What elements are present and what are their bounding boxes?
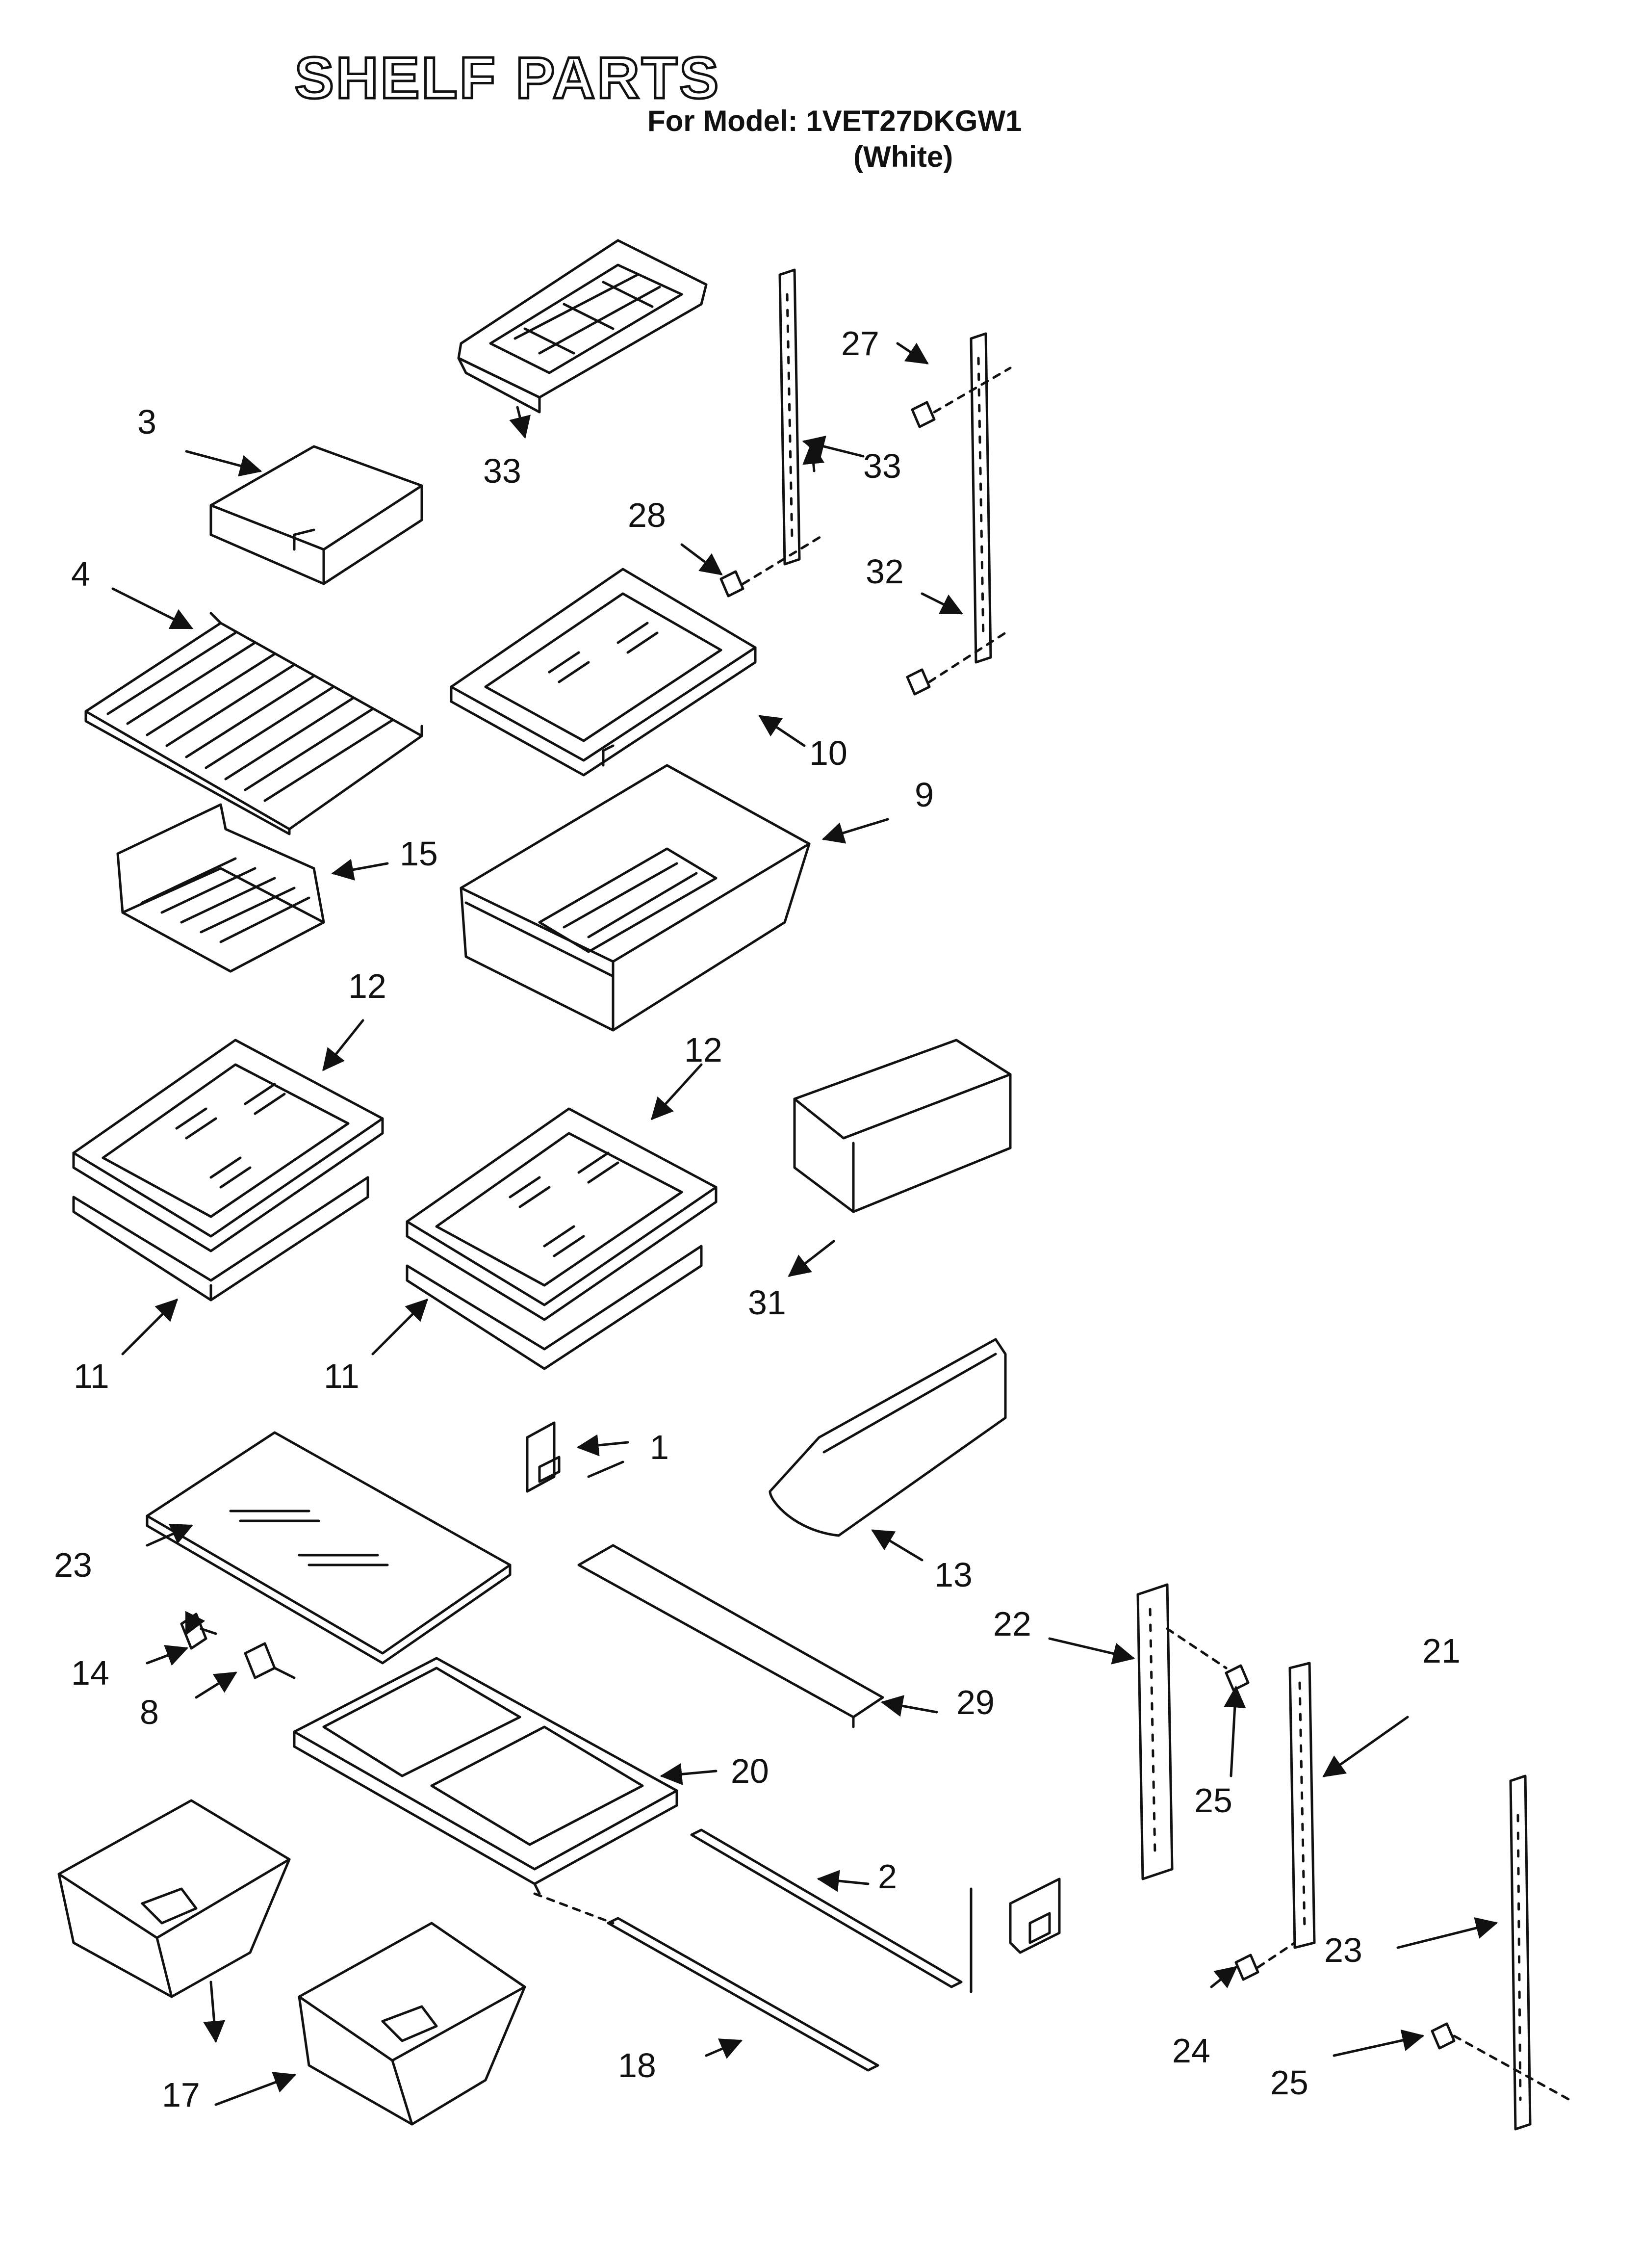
callout-18: 18 [618,2046,656,2085]
callout-3: 3 [137,403,156,441]
model-number: For Model: 1VET27DKGW1 [647,104,1022,137]
callout-22: 21 [1422,1632,1461,1670]
rail-vertical-33 [778,268,801,566]
callout-9: 9 [915,776,934,814]
ice-tray-part [457,239,708,414]
cover-part [577,1544,884,1728]
callout-10: 10 [809,734,847,772]
callout-32: 32 [866,552,904,591]
wire-shelf-part [84,612,423,835]
clip-part [526,1421,561,1493]
crisper-bin-upper [57,1799,291,1998]
callout-2: 2 [878,1857,897,1896]
callout-23-right: 23 [1324,1931,1362,1969]
callout-33: 33 [863,447,901,485]
bracket-part [970,1877,1061,1993]
leader-lines [111,342,1498,2106]
screw-32-lower [906,668,931,696]
rail-part [690,1828,963,1988]
screw-28 [719,570,744,598]
callout-25-upper: 25 [1194,1781,1232,1820]
crisper-drawer-part [460,764,811,1032]
screw-27 [911,401,936,428]
callout-20: 20 [731,1752,769,1790]
callout-23-left: 22 [993,1605,1031,1643]
callout-11-left: 11 [74,1357,109,1395]
callout-28: 28 [628,496,666,534]
wire-basket-part [116,803,325,973]
glass-shelf-assembly-left [72,1039,384,1302]
callout-25-lower: 25 [1270,2063,1308,2102]
callout-1: 1 [650,1428,669,1466]
screw-24 [1234,1954,1259,1981]
small-bin-part [209,445,423,585]
color-variant: (White) [853,140,953,173]
drawer-frame-part [293,1657,678,1895]
crisper-bin-lower [298,1922,526,2126]
callout-31: 33 [483,452,521,490]
callout-4: 4 [71,555,90,593]
bumper-part [244,1642,296,1679]
glass-shelf-assembly-right [406,1107,718,1370]
callout-8: 8 [140,1693,159,1731]
callout-29: 29 [956,1683,995,1721]
callout-27: 27 [841,324,879,363]
glass-shelf-part [450,568,757,777]
rail-vertical-23-left [1136,1583,1174,1880]
callout-14: 14 [71,1654,109,1692]
rail-vertical-22 [1288,1662,1316,1949]
curved-shelf-part [769,1338,1007,1537]
rail-vertical-32 [970,332,992,664]
callout-21: 23 [54,1546,92,1584]
diagram-title: SHELF PARTS [293,44,721,112]
screw-25-lower [1431,2022,1456,2050]
screw-25-upper [1225,1664,1250,1692]
callout-11-right: 11 [324,1357,359,1395]
rail-vertical-23-right [1509,1774,1532,2131]
callout-13: 13 [934,1556,973,1594]
callout-30: 31 [748,1283,786,1322]
door-bin-part [793,1039,1012,1213]
callout-24: 24 [1172,2032,1210,2070]
callout-12-left: 12 [348,967,386,1005]
rail-part-lower [607,1917,879,2072]
glass-panel-part [146,1431,512,1665]
callout-12-right: 12 [684,1031,722,1069]
callout-17: 17 [162,2076,200,2114]
callout-15: 15 [400,834,438,873]
